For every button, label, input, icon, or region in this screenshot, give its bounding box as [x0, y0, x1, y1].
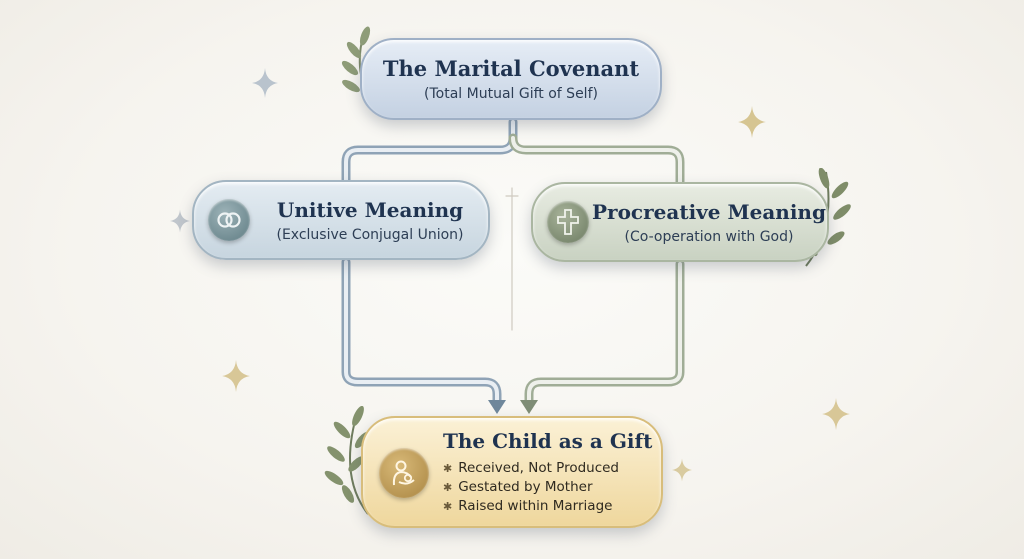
unitive-subtitle: (Exclusive Conjugal Union)	[276, 226, 464, 243]
child-bullet: ✱Raised within Marriage	[443, 497, 613, 514]
sparkle-icon	[738, 106, 766, 138]
arrowhead-left	[488, 400, 506, 414]
arrowhead-right	[520, 400, 538, 414]
covenant-node: The Marital Covenant (Total Mutual Gift …	[360, 38, 662, 120]
connector-right	[508, 133, 685, 407]
sparkle-icon	[672, 458, 692, 482]
mother-child-icon	[379, 448, 429, 498]
sparkle-icon	[222, 360, 250, 392]
sparkle-icon	[822, 398, 850, 430]
cross-icon	[547, 201, 589, 243]
unitive-node: Unitive Meaning (Exclusive Conjugal Unio…	[192, 180, 490, 260]
connector-left	[341, 117, 518, 407]
sparkle-icon	[170, 209, 190, 233]
procreative-subtitle: (Co-operation with God)	[624, 228, 794, 245]
sparkle-icon	[252, 68, 278, 98]
wedding-rings-icon	[208, 199, 250, 241]
procreative-node: Procreative Meaning (Co-operation with G…	[531, 182, 829, 262]
child-node: The Child as a Gift ✱Received, Not Produ…	[361, 416, 663, 528]
covenant-subtitle: (Total Mutual Gift of Self)	[424, 86, 598, 103]
procreative-title: Procreative Meaning	[592, 199, 826, 224]
child-bullet: ✱Received, Not Produced	[443, 459, 620, 476]
child-title: The Child as a Gift	[443, 428, 653, 453]
covenant-title: The Marital Covenant	[382, 55, 640, 81]
unitive-title: Unitive Meaning	[276, 197, 464, 222]
child-bullet: ✱Gestated by Mother	[443, 478, 593, 495]
